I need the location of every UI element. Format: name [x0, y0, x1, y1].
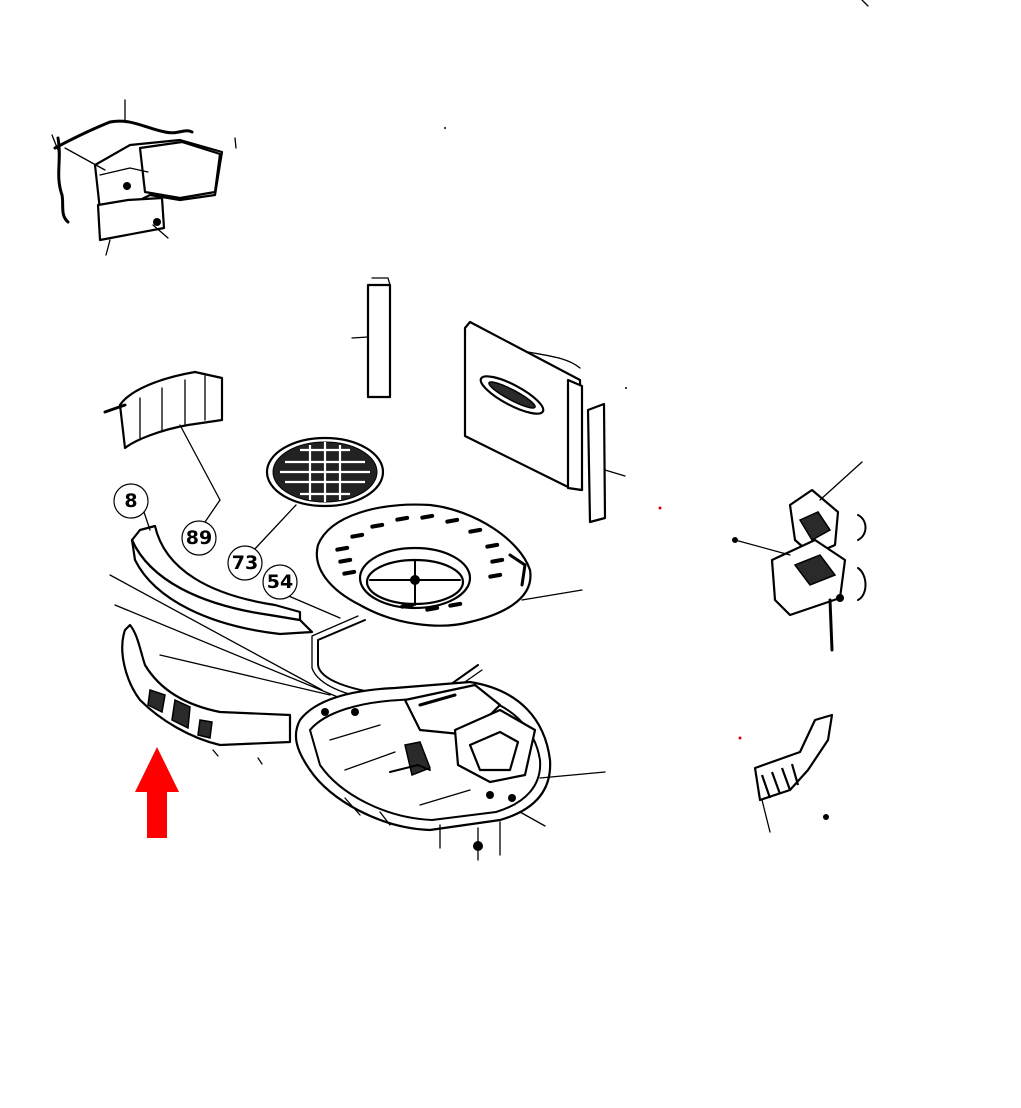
- round-grid-plate: [251, 436, 385, 553]
- callout-8: 8: [113, 483, 149, 519]
- callout-54-label: 54: [267, 571, 293, 593]
- lower-right-part: [753, 713, 834, 833]
- callout-8-label: 8: [124, 490, 137, 512]
- callout-89: 89: [181, 520, 217, 556]
- base-assembly: [294, 680, 606, 861]
- stray-marks: [444, 0, 869, 740]
- front-panel: [463, 320, 584, 492]
- curved-panel-89: [103, 370, 224, 523]
- right-side-assembly: [732, 461, 867, 652]
- vertical-strip-right: [586, 402, 626, 524]
- top-left-assembly: [51, 99, 237, 256]
- front-bumper: [121, 623, 292, 765]
- curved-strip-8: [130, 499, 314, 636]
- up-arrow-icon: [135, 747, 179, 838]
- callout-73: 73: [227, 545, 263, 581]
- callout-54: 54: [262, 564, 298, 600]
- callout-73-label: 73: [232, 552, 258, 574]
- callout-89-label: 89: [186, 527, 212, 549]
- vertical-strip-left: [351, 277, 392, 399]
- drip-tray-plate: [315, 503, 583, 627]
